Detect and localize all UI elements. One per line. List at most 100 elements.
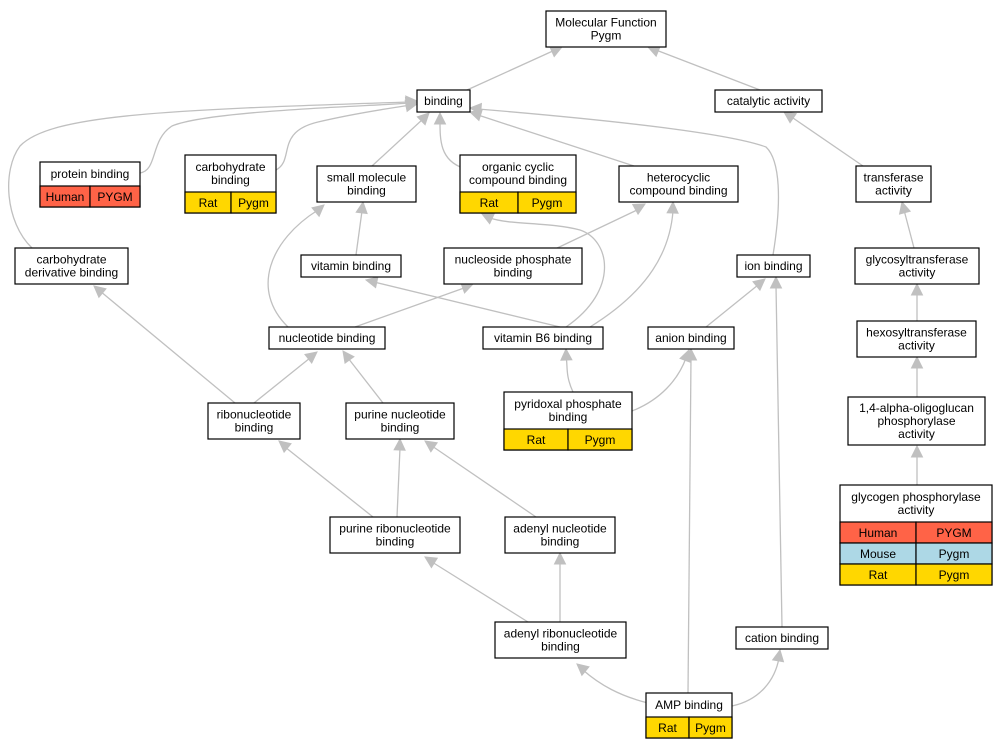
arrowhead-icon [304,351,318,365]
species-label: Mouse [860,547,896,561]
edge-line [582,669,649,704]
go-term-node-nucleotide[interactable]: nucleotide binding [268,326,386,350]
edge-line [139,102,409,174]
gene-cell [688,716,733,739]
node-label: pyridoxal phosphate [514,397,622,411]
arrowhead-icon [424,556,439,569]
gene-cell [567,428,633,451]
node-box [545,10,667,48]
node-label: small molecule [327,171,407,185]
edge-line [903,209,915,249]
node-box [854,247,980,285]
go-term-node-cation[interactable]: cation binding [735,626,829,650]
node-label: binding [376,535,415,549]
edge-line [354,287,465,328]
node-label: ion binding [744,259,802,273]
node-box [316,165,417,203]
node-box [443,247,583,285]
go-term-node-ion[interactable]: ion binding [736,254,811,278]
node-label: activity [899,266,936,280]
gene-label: Pygm [532,196,563,210]
node-label: vitamin binding [311,259,391,273]
go-term-node-vitamin[interactable]: vitamin binding [300,254,402,278]
arrowhead-icon [93,285,107,299]
arrowhead-icon [553,551,567,565]
edge-line [565,356,574,393]
arrowhead-icon [364,276,379,289]
go-term-node-anion[interactable]: anion binding [647,326,735,350]
node-label: binding [347,184,386,198]
node-box [647,326,735,350]
arrowhead-icon [480,213,496,225]
arrowhead-icon [393,437,406,451]
arrowhead-icon [355,200,368,215]
node-label: binding [424,94,463,108]
node-box [482,326,604,350]
node-label: compound binding [469,173,567,187]
go-term-node-vitb6[interactable]: vitamin B6 binding [482,326,604,350]
node-label: phosphorylase [877,414,955,428]
node-label: carbohydrate [36,253,106,267]
node-label: vitamin B6 binding [494,331,592,345]
go-term-node-binding[interactable]: binding [416,89,471,113]
node-label: compound binding [629,184,727,198]
node-label: glycosyltransferase [866,253,969,267]
arrowhead-icon [576,663,590,677]
edge-line [284,446,374,518]
edge-line [655,49,761,91]
node-label: adenyl ribonucleotide [504,627,618,641]
edge-line [792,117,864,167]
node-label: purine nucleotide [354,408,446,422]
arrowhead-icon [311,204,325,218]
go-term-node-catalytic[interactable]: catalytic activity [714,89,823,113]
edge-line [631,357,687,412]
node-box [855,165,932,203]
go-term-node-oligoglucan[interactable]: 1,4-alpha-oligoglucanphosphorylaseactivi… [847,396,986,446]
edge-line [347,357,384,404]
gene-cell [517,191,577,214]
node-label: activity [875,184,912,198]
gene-label: Pygm [939,547,970,561]
arrowhead-icon [424,440,439,453]
node-box [736,254,811,278]
edge-line [267,209,319,328]
node-box [856,320,977,358]
edge-line [552,209,638,251]
gene-label: Pygm [585,433,616,447]
gene-cell [230,191,277,214]
node-label: catalytic activity [727,94,810,108]
edge-line [431,561,529,623]
node-box [714,89,823,113]
arrowhead-icon [560,347,573,361]
node-box [416,89,471,113]
node-label: Pygm [591,29,622,43]
edge-line [431,445,537,518]
node-box [847,396,986,446]
node-box [494,621,627,659]
edge-line [466,49,556,91]
edge-line [371,118,424,167]
edge-line [355,210,363,256]
arrowhead-icon [769,275,783,289]
